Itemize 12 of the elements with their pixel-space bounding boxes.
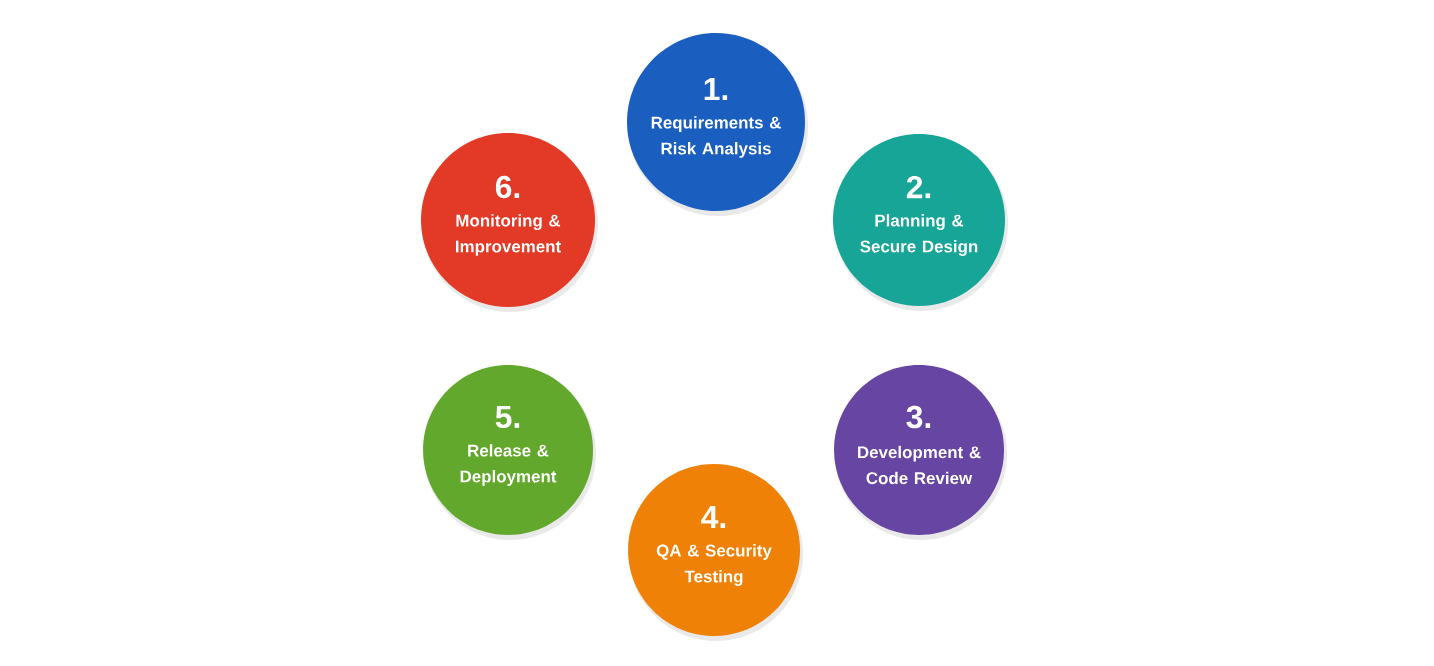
step-number: 5.	[495, 405, 520, 429]
step-number: 4.	[701, 506, 726, 528]
step-number: 1.	[704, 78, 728, 100]
step-number: 6.	[495, 175, 520, 199]
step-title: Release & Deployment	[460, 444, 557, 486]
step-title: Monitoring & Improvement	[456, 214, 561, 256]
step-title: Development & Code Review	[858, 445, 981, 485]
step-title: Planning & Secure Design	[860, 214, 978, 256]
step-number: 2.	[906, 175, 931, 199]
step-title: Requirements & Risk Analysis	[651, 116, 781, 158]
step-number: 3.	[906, 405, 931, 429]
step-title: QA & Security Testing	[656, 544, 772, 586]
